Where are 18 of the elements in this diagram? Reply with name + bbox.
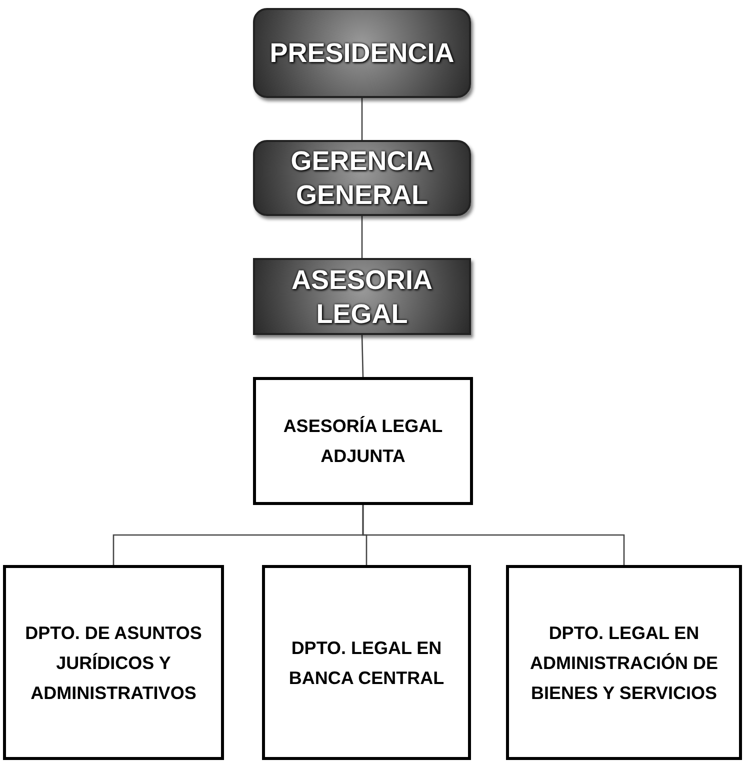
box-title: ASESORÍA LEGAL ADJUNTA — [282, 415, 444, 468]
dark-org-box — [253, 140, 471, 216]
box-title: ASESORIA LEGAL — [290, 264, 434, 330]
box-title: DPTO. DE ASUNTOS JURÍDICOS Y ADMINISTRATIVOS — [24, 622, 203, 704]
org-box — [253, 377, 473, 505]
dark-org-box — [253, 258, 471, 335]
connector-line — [361, 334, 364, 378]
connector-line — [361, 216, 363, 258]
box-title: GERENCIA GENERAL — [290, 145, 434, 212]
org-box — [506, 565, 742, 760]
box-title: DPTO. LEGAL EN ADMINISTRACIÓN DE BIENES Y SERVICIOS — [529, 622, 719, 704]
org-box — [262, 565, 471, 760]
dark-org-box — [253, 8, 471, 98]
box-title: PRESIDENCIA — [270, 37, 454, 70]
connector-line — [361, 98, 363, 140]
box-title: DPTO. LEGAL EN BANCA CENTRAL — [288, 636, 446, 690]
org-box — [3, 565, 224, 760]
connector-line — [362, 505, 625, 565]
